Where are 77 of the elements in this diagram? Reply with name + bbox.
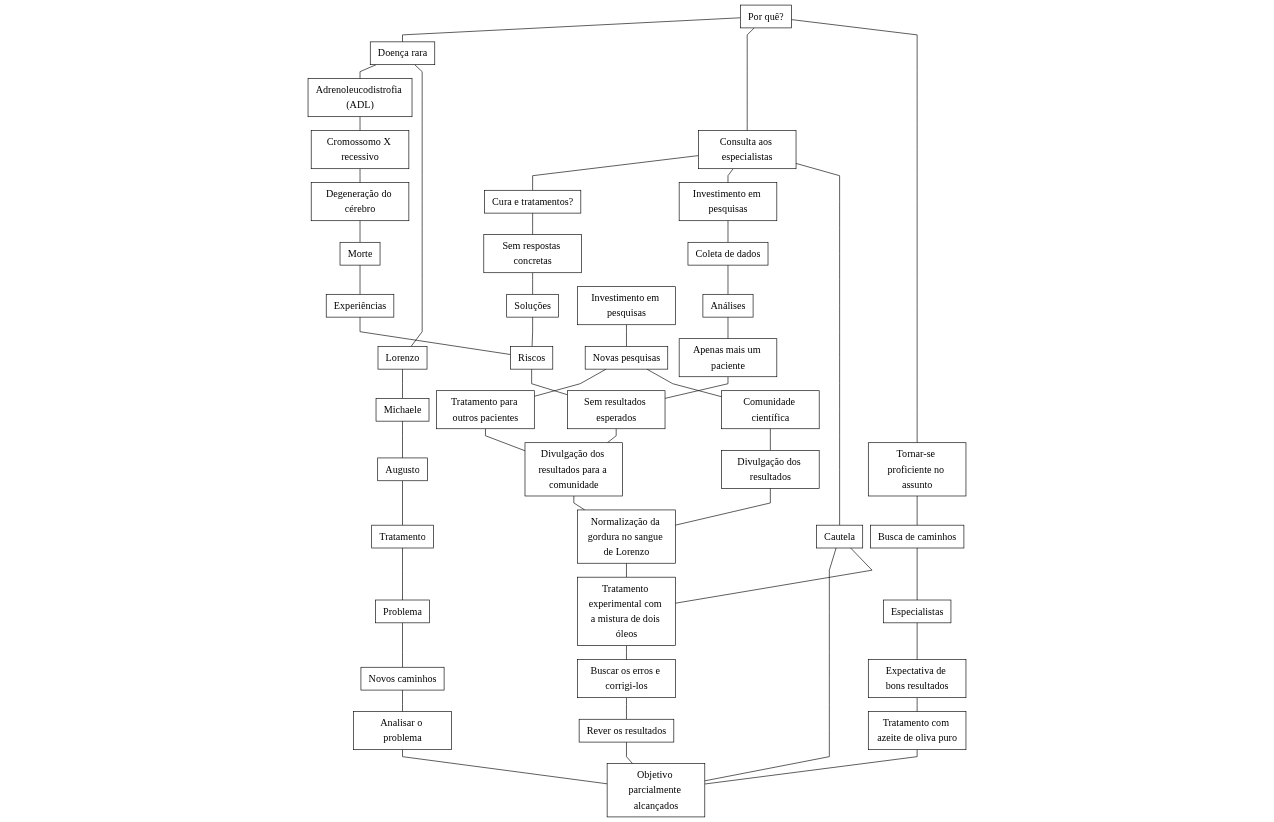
node-box: Tornar-se proficiente no assunto xyxy=(867,442,967,497)
connector xyxy=(626,562,627,578)
node-box: Novas pesquisas xyxy=(584,346,669,370)
connector xyxy=(402,622,403,668)
node-box: Cautela xyxy=(816,524,864,549)
node-box: Soluções xyxy=(506,294,559,318)
node-box: Análises xyxy=(702,294,754,318)
node-box: Buscar os erros e corrigi-los xyxy=(577,659,676,698)
node-box: Coleta de dados xyxy=(687,241,769,266)
connector xyxy=(626,741,633,764)
connector xyxy=(532,212,533,235)
connector xyxy=(359,116,361,131)
connector xyxy=(770,428,771,451)
connector xyxy=(664,376,729,399)
connector xyxy=(402,368,403,399)
node-box: Apenas mais um paciente xyxy=(678,338,778,378)
connector xyxy=(607,428,617,444)
connector xyxy=(531,368,568,396)
connector xyxy=(410,64,423,347)
node-box: Cura e tratamentos? xyxy=(484,189,582,214)
node-box: Tratamento experimental com a mistura de dois óleos xyxy=(577,576,676,646)
connector xyxy=(916,622,918,660)
connector xyxy=(727,316,729,339)
connector xyxy=(485,428,526,452)
node-box: Busca de caminhos xyxy=(870,524,965,549)
connector xyxy=(675,547,873,604)
node-box: Consulta aos especialistas xyxy=(698,130,797,170)
node-box: Adrenoleucodistrofia (ADL) xyxy=(307,78,413,117)
node-box: Comunidade científica xyxy=(721,390,820,430)
node-box: Objetivo parcialmente alcançados xyxy=(606,763,706,818)
node-box: Tratamento com azeite de oliva puro xyxy=(867,711,967,750)
connector xyxy=(359,168,361,183)
connector xyxy=(359,64,377,79)
node-box: Experiências xyxy=(325,294,395,318)
connector xyxy=(626,645,627,660)
node-box: Divulgação dos resultados para a comunidade xyxy=(524,442,623,497)
node-box: Sem resultados esperados xyxy=(567,390,666,430)
node-box: Rever os resultados xyxy=(578,718,675,743)
node-box: Cromossomo X recessivo xyxy=(310,130,410,170)
node-box: Problema xyxy=(375,599,430,624)
node-box: Tratamento xyxy=(371,524,434,549)
connector xyxy=(359,316,511,355)
connector xyxy=(916,697,918,712)
connector xyxy=(402,420,403,459)
node-box: Normalização da gordura no sangue de Lorenzo xyxy=(577,509,676,564)
node-box: Novos caminhos xyxy=(360,666,445,691)
node-box: Doença rara xyxy=(369,41,436,65)
node-box: Riscos xyxy=(510,346,554,370)
connector xyxy=(795,163,840,526)
node-box: Investimento em pesquisas xyxy=(678,182,778,222)
connector xyxy=(704,547,837,782)
node-box: Lorenzo xyxy=(377,346,428,370)
node-box: Sem respostas concretas xyxy=(483,234,582,274)
node-box: Por quê? xyxy=(740,4,792,29)
connector xyxy=(626,697,627,720)
connector xyxy=(746,27,755,131)
connector xyxy=(727,168,734,183)
node-box: Degeneração do cérebro xyxy=(310,182,410,222)
connector xyxy=(402,17,741,43)
node-box: Augusto xyxy=(377,457,428,482)
node-box: Analisar o problema xyxy=(353,711,452,750)
node-box: Expectativa de bons resultados xyxy=(867,659,967,698)
connector xyxy=(402,480,403,526)
connector xyxy=(402,689,403,712)
node-box: Michaele xyxy=(375,398,430,422)
connector xyxy=(791,19,918,444)
node-box: Morte xyxy=(339,241,381,266)
node-box: Investimento em pesquisas xyxy=(577,286,676,326)
connector xyxy=(531,316,533,347)
connector xyxy=(402,547,403,601)
node-box: Tratamento para outros pacientes xyxy=(436,390,535,430)
connector xyxy=(532,155,699,191)
node-box: Divulgação dos resultados xyxy=(721,450,820,489)
node-box: Especialistas xyxy=(883,599,952,624)
connector xyxy=(675,488,771,526)
connector xyxy=(533,368,607,397)
connector xyxy=(646,368,722,398)
